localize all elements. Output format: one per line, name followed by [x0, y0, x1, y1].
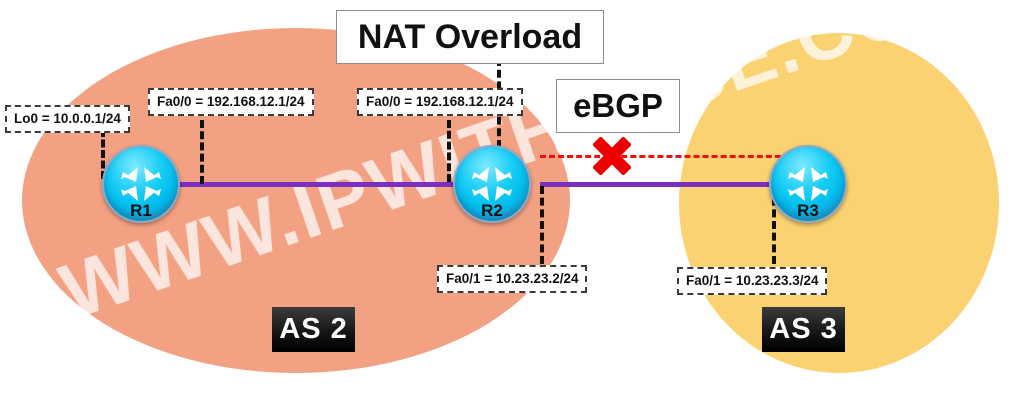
- router-body: [102, 145, 180, 223]
- router-label: R3: [797, 201, 819, 220]
- link-r1-r2: [163, 182, 481, 187]
- nat-overload-title: NAT Overload: [336, 10, 604, 64]
- router-body: [769, 145, 847, 223]
- leader-line-r2-fa00: [447, 120, 451, 182]
- as-badge-as3: AS 3: [762, 307, 845, 352]
- router-body: [453, 145, 531, 223]
- callout-r2-fa00: Fa0/0 = 192.168.12.1/24: [357, 88, 523, 116]
- leader-line-r2-fa01: [540, 186, 544, 264]
- ebgp-peering-line: [540, 155, 817, 158]
- router-arrows-icon: [472, 167, 512, 201]
- callout-r2-fa01: Fa0/1 = 10.23.23.2/24: [437, 265, 588, 293]
- ebgp-title: eBGP: [556, 79, 680, 133]
- as-badge-as2: AS 2: [272, 307, 355, 352]
- callout-r3-fa01: Fa0/1 = 10.23.23.3/24: [677, 267, 828, 295]
- callout-r1-lo0: Lo0 = 10.0.0.1/24: [5, 105, 130, 133]
- router-label: R1: [130, 201, 152, 220]
- router-arrows-icon: [788, 167, 828, 201]
- router-r2[interactable]: R2: [453, 145, 531, 223]
- blocked-x-icon: [592, 136, 632, 176]
- router-r3[interactable]: R3: [769, 145, 847, 223]
- router-r1[interactable]: R1: [102, 145, 180, 223]
- leader-line-r1-fa00: [200, 120, 204, 184]
- router-label: R2: [481, 201, 503, 220]
- router-arrows-icon: [121, 167, 161, 201]
- callout-r1-fa00: Fa0/0 = 192.168.12.1/24: [148, 88, 314, 116]
- leader-line-r1-lo0: [101, 129, 105, 179]
- leader-line-r3-fa01: [772, 186, 776, 264]
- link-r2-r3: [540, 182, 810, 187]
